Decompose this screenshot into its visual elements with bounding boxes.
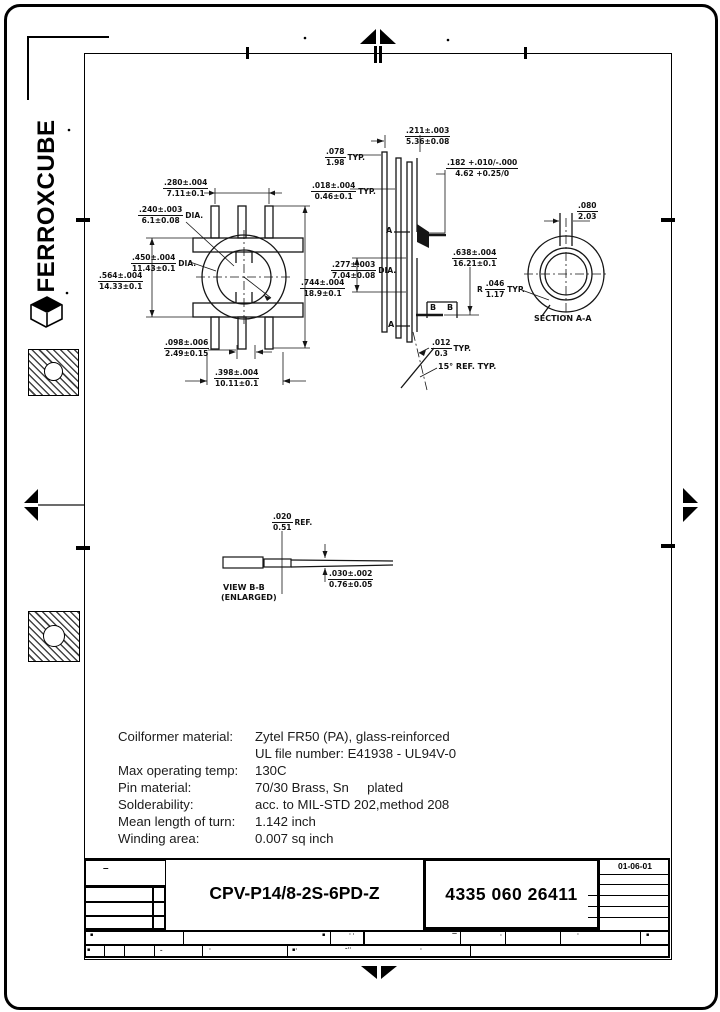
title-block-line: [600, 884, 670, 885]
title-block-line: [287, 944, 288, 958]
title-block-line: [330, 930, 331, 944]
title-block-line: [104, 944, 105, 958]
punch-hole: [44, 362, 63, 381]
spec-row: Winding area:0.007 sq inch: [118, 831, 334, 846]
spec-row: Solderability:acc. to MIL-STD 202,method…: [118, 797, 450, 812]
title-block-line: [640, 930, 641, 944]
spec-row: UL file number: E41938 - UL94V-0: [255, 746, 457, 761]
title-block-line: [154, 944, 155, 958]
spec-row: Pin material:70/30 Brass, Sn plated: [118, 780, 404, 795]
border-tick: [76, 546, 90, 550]
title-block-line: [84, 930, 670, 932]
title-block-line: [588, 917, 670, 918]
spec-row: Coilformer material:Zytel FR50 (PA), gla…: [118, 729, 450, 744]
registration-arrows: [24, 29, 698, 979]
title-block-line: [588, 895, 670, 896]
revision-cell: –: [84, 860, 166, 886]
drawing-frame: [84, 53, 672, 960]
sheet-outer-border: [4, 4, 718, 1010]
title-block-line: [84, 901, 166, 903]
title-block-line: [152, 886, 154, 930]
punch-hole: [43, 625, 65, 647]
part-name: CPV-P14/8-2S-6PD-Z: [209, 882, 380, 903]
spec-block: Coilformer material:Zytel FR50 (PA), gla…: [118, 728, 538, 847]
title-block-line: [84, 915, 166, 917]
punch-mark: [28, 349, 79, 396]
corner-mark: [27, 36, 109, 38]
title-block-line: [124, 944, 125, 958]
title-block-line: [588, 906, 670, 907]
border-tick: [374, 46, 377, 63]
revision-dash: –: [103, 863, 109, 874]
title-block-line: [183, 930, 184, 944]
spec-row: Mean length of turn:1.142 inch: [118, 814, 316, 829]
corner-mark: [27, 36, 29, 100]
view-label: B: [447, 303, 454, 312]
title-block-line: [600, 874, 670, 875]
view-label: VIEW B-B: [223, 583, 265, 592]
border-tick: [661, 544, 675, 548]
title-block-line: [560, 930, 561, 944]
view-label: (ENLARGED): [221, 593, 277, 602]
view-label: B: [430, 303, 437, 312]
title-block-line: [202, 944, 203, 958]
border-tick: [661, 218, 675, 222]
border-tick: [76, 218, 90, 222]
view-label: A: [386, 226, 393, 235]
title-block-line: [460, 930, 461, 944]
spec-row: Max operating temp:130C: [118, 763, 287, 778]
part-number: 4335 060 26411: [445, 883, 578, 904]
border-tick: [246, 47, 249, 59]
view-label: SECTION A-A: [534, 314, 592, 323]
title-block-line: [363, 930, 365, 944]
title-block-line: [470, 944, 471, 958]
view-label: 15° REF. TYP.: [438, 362, 497, 371]
part-number-box: 4335 060 26411: [423, 858, 600, 930]
date: 01-06-01: [617, 861, 653, 871]
ferroxcube-logo-icon: [30, 296, 63, 328]
title-block-line: [84, 944, 670, 946]
title-block-line: [505, 930, 506, 944]
punch-mark: [28, 611, 80, 662]
approvals-box: [84, 886, 166, 930]
border-tick: [379, 46, 382, 63]
view-label: A: [388, 320, 395, 329]
border-tick: [524, 47, 527, 59]
